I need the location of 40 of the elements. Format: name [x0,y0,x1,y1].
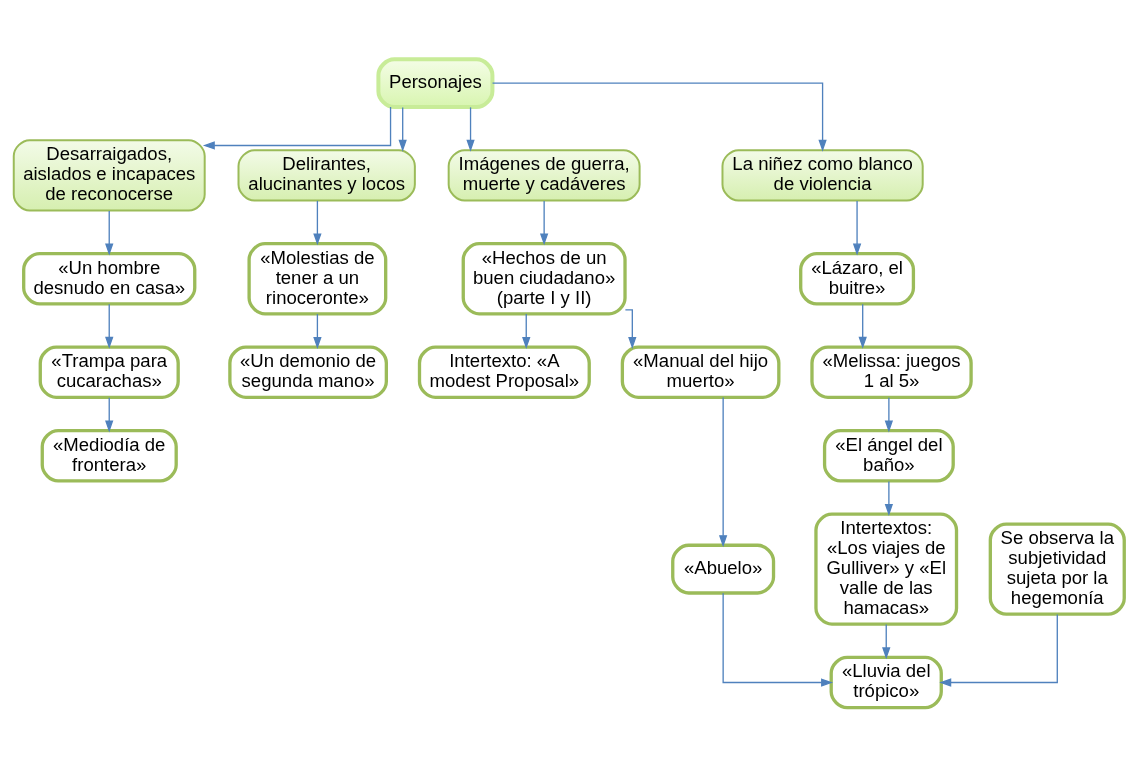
arrow [858,303,867,349]
arrow [884,397,894,433]
node-box: «Mediodía de frontera» [40,428,178,483]
node-box: «Melissa: juegos 1 al 5» [810,345,973,400]
arrow [624,309,637,349]
arrow [202,106,392,150]
node-box: «Abuelo» [671,543,776,595]
node-box: Delirantes, alucinantes y locos [237,149,416,202]
node-box: «El ángel del baño» [822,428,955,483]
node-box: Personajes [376,57,495,110]
arrow [884,480,894,516]
node-box: La niñez como blanco de violencia [721,149,924,202]
arrow [105,303,114,349]
arrow [722,592,834,687]
node-box: «Molestias de tener a un rinoceronte» [247,241,388,316]
arrow [539,200,549,246]
arrow [522,313,531,350]
arrow [105,397,114,433]
node-box: «Manual del hijo muerto» [620,345,781,400]
node-box: Imágenes de guerra, muerte y cadáveres [447,149,641,202]
node-box: «Un hombre desnudo en casa» [22,251,197,306]
arrow [939,613,1058,687]
arrow [466,106,475,152]
arrow [105,210,114,256]
arrow [313,313,322,350]
node-box: Desarraigados, aislados e incapaces de reconocerse [12,139,206,212]
node-box: «Trampa para cucarachas» [38,345,180,400]
arrow [313,200,322,246]
arrow [718,396,728,548]
node-box: «Un demonio de segunda mano» [228,345,388,400]
node-box: Intertexto: «A modest Proposal» [417,345,591,400]
node-box: Intertextos: «Los viajes de Gulliver» y «El valle de las hamacas» [814,512,959,626]
arrow [398,106,407,152]
node-box: «Lluvia del trópico» [829,655,943,710]
node-box: Se observa la subjetividad sujeta por la hegemonía [988,522,1126,616]
node-box: «Hechos de un buen ciudadano» (parte I y II) [461,241,627,316]
node-box: «Lázaro, el buitre» [799,251,916,306]
arrow [491,82,827,152]
arrow [852,200,862,256]
arrow [882,623,891,660]
